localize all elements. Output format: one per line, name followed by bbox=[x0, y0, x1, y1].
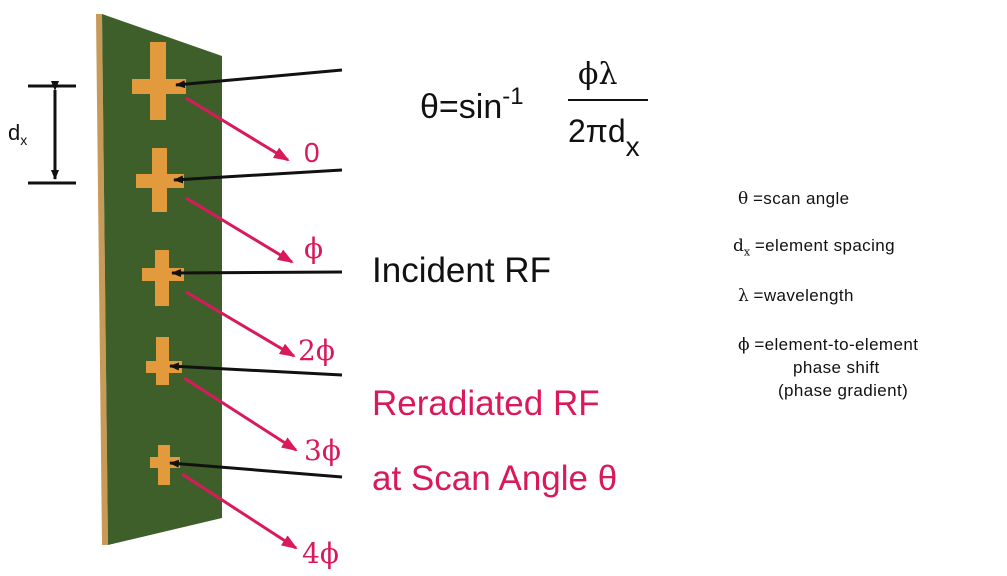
reradiated-arrow-5 bbox=[181, 472, 298, 550]
incident-arrow-4 bbox=[169, 362, 343, 377]
reradiated-arrow-3 bbox=[185, 290, 296, 358]
reradiated-arrow-4 bbox=[183, 376, 298, 452]
legend-phi: ϕ =element-to-element bbox=[738, 335, 918, 355]
phase-label-3: 3ϕ bbox=[304, 434, 341, 467]
legend-theta-text: =scan angle bbox=[752, 189, 850, 208]
antenna-element-5 bbox=[150, 445, 180, 485]
legend-lambda-symbol: λ bbox=[738, 286, 749, 306]
legend-lambda: λ =wavelength bbox=[738, 286, 854, 306]
legend-dx-symbol: dx bbox=[733, 236, 751, 259]
scan-angle-formula: θ=sin-1 ϕλ 2πdx bbox=[420, 57, 648, 162]
phase-label-0: 0 bbox=[304, 137, 320, 168]
legend-phi-line3: (phase gradient) bbox=[778, 381, 909, 400]
legend-lambda-text: =wavelength bbox=[753, 286, 854, 305]
reradiated-rf-label-line2: at Scan Angle θ bbox=[372, 459, 617, 498]
array-panel-edge bbox=[96, 14, 108, 545]
legend-dx: dx =element spacing bbox=[733, 236, 895, 258]
phase-label-1: ϕ bbox=[304, 232, 323, 265]
incident-arrow-3 bbox=[171, 268, 343, 277]
antenna-element-1 bbox=[132, 42, 186, 120]
spacing-dimension bbox=[28, 81, 76, 185]
phase-label-4: 4ϕ bbox=[302, 537, 339, 570]
antenna-element-2 bbox=[136, 148, 184, 212]
incident-arrow-5 bbox=[169, 459, 343, 479]
legend-theta: θ =scan angle bbox=[738, 189, 850, 209]
legend-phi-text: =element-to-element bbox=[754, 335, 919, 354]
legend-dx-text: =element spacing bbox=[754, 236, 895, 255]
incident-arrow-2 bbox=[173, 168, 343, 184]
legend-phi-line2: phase shift bbox=[793, 358, 880, 377]
legend-theta-symbol: θ bbox=[738, 189, 749, 209]
formula-denominator: 2πdx bbox=[568, 113, 640, 162]
reradiated-rf-label-line1: Reradiated RF bbox=[372, 384, 600, 423]
formula-numerator: ϕλ bbox=[578, 57, 617, 92]
legend-phi-symbol: ϕ bbox=[738, 335, 750, 355]
reradiated-arrow-1 bbox=[185, 96, 290, 162]
reradiated-arrow-2 bbox=[185, 196, 294, 264]
incident-arrow-1 bbox=[175, 68, 343, 89]
incident-rf-label: Incident RF bbox=[372, 251, 551, 290]
spacing-label: dx bbox=[8, 120, 27, 148]
phase-label-2: 2ϕ bbox=[298, 334, 335, 367]
formula-lhs: θ=sin-1 bbox=[420, 83, 524, 126]
